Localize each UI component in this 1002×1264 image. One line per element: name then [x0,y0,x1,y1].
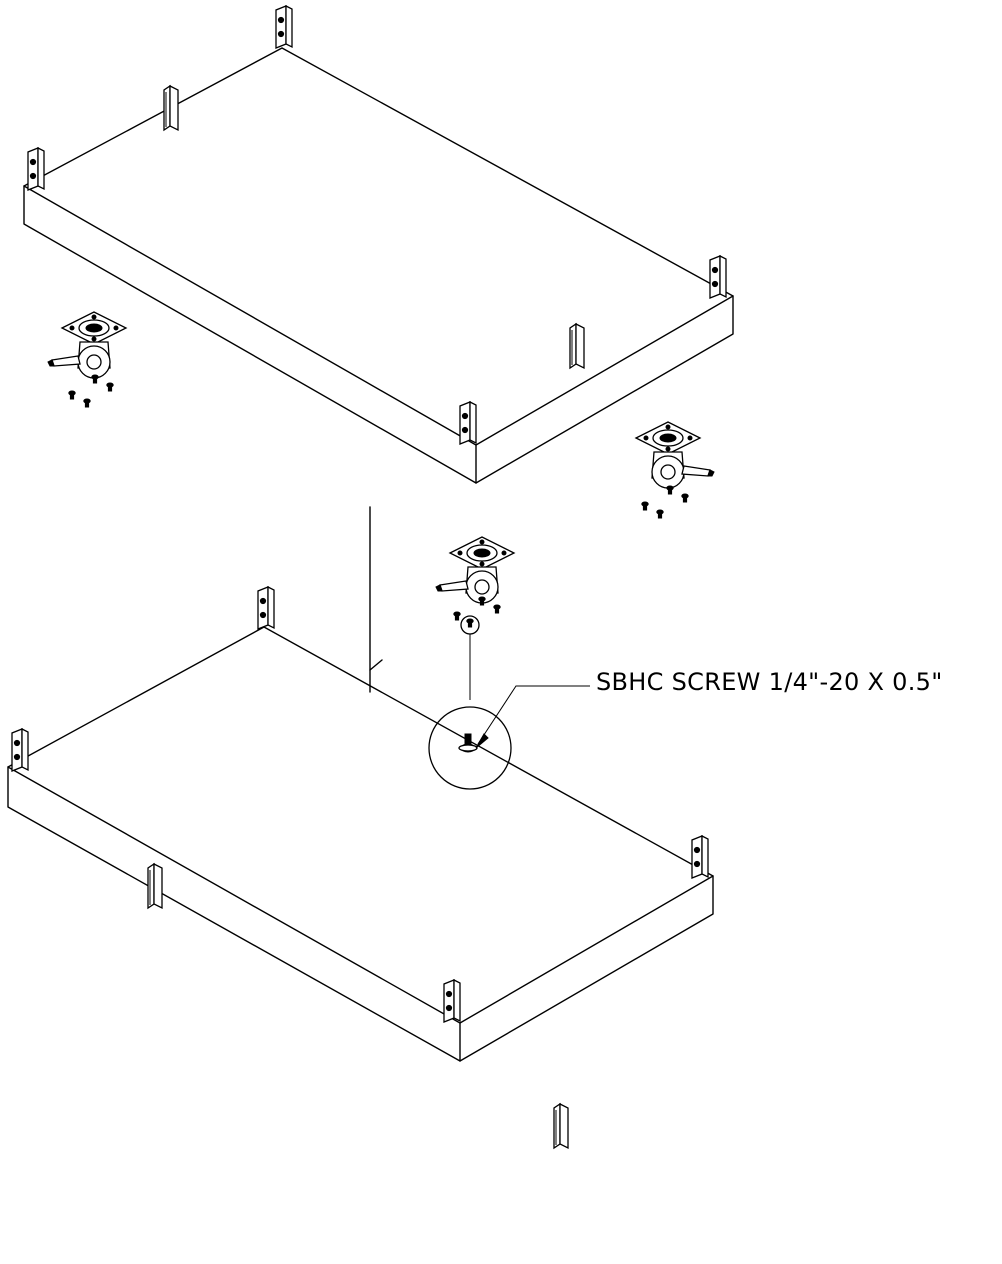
corner-bracket-icon [443,979,461,1023]
screw-group [68,374,114,408]
screw-group [641,485,689,519]
corner-bracket-icon [257,586,275,630]
edge-clip-icon [569,323,585,369]
top-tray [23,5,734,484]
edge-clip-icon [163,85,179,131]
edge-clip-icon [147,863,163,909]
corner-bracket-icon [459,401,477,445]
corner-bracket-icon [691,835,709,879]
swivel-caster-icon [47,311,127,379]
corner-bracket-icon [709,255,727,299]
corner-bracket-icon [275,5,293,49]
screw-callout-label: SBHC SCREW 1/4"-20 X 0.5" [596,668,943,696]
bottom-tray [7,586,714,1149]
detail-callout [428,615,590,790]
down-arrow-icon [369,506,383,693]
edge-clip-icon [553,1103,569,1149]
swivel-caster-icon [635,421,715,489]
screw-icon [458,733,478,753]
swivel-caster-icon [435,536,515,604]
corner-bracket-icon [11,728,29,772]
corner-bracket-icon [27,147,45,191]
